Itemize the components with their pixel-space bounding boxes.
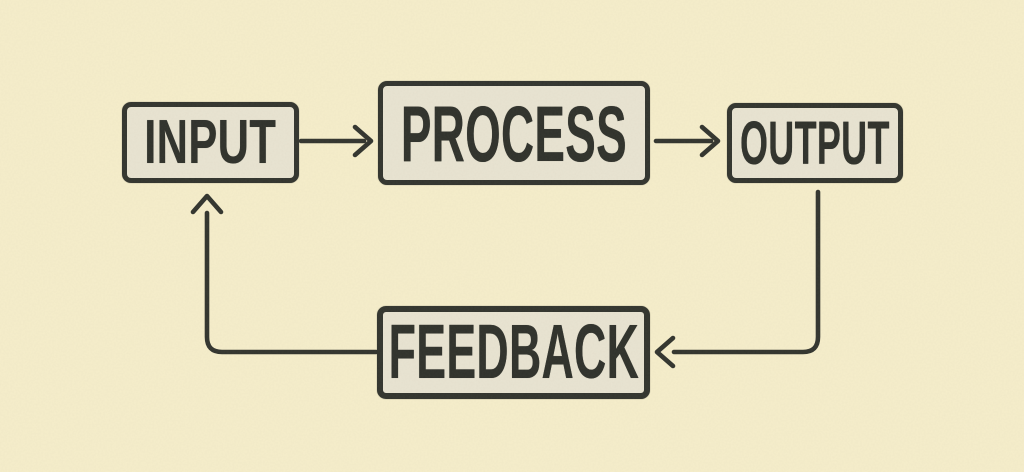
node-process-label: PROCESS [400,88,628,178]
node-input: INPUT [122,102,299,183]
node-output-label: OUTPUT [740,108,890,177]
arrow-process-to-output [653,124,721,158]
node-feedback: FEEDBACK [377,306,650,399]
arrow-input-to-process [298,124,374,158]
node-feedback-label: FEEDBACK [388,309,639,395]
arrow-output-to-feedback [654,189,821,369]
node-output: OUTPUT [727,103,903,183]
node-input-label: INPUT [144,107,277,177]
node-process: PROCESS [378,81,650,185]
arrow-feedback-to-input [190,193,379,355]
